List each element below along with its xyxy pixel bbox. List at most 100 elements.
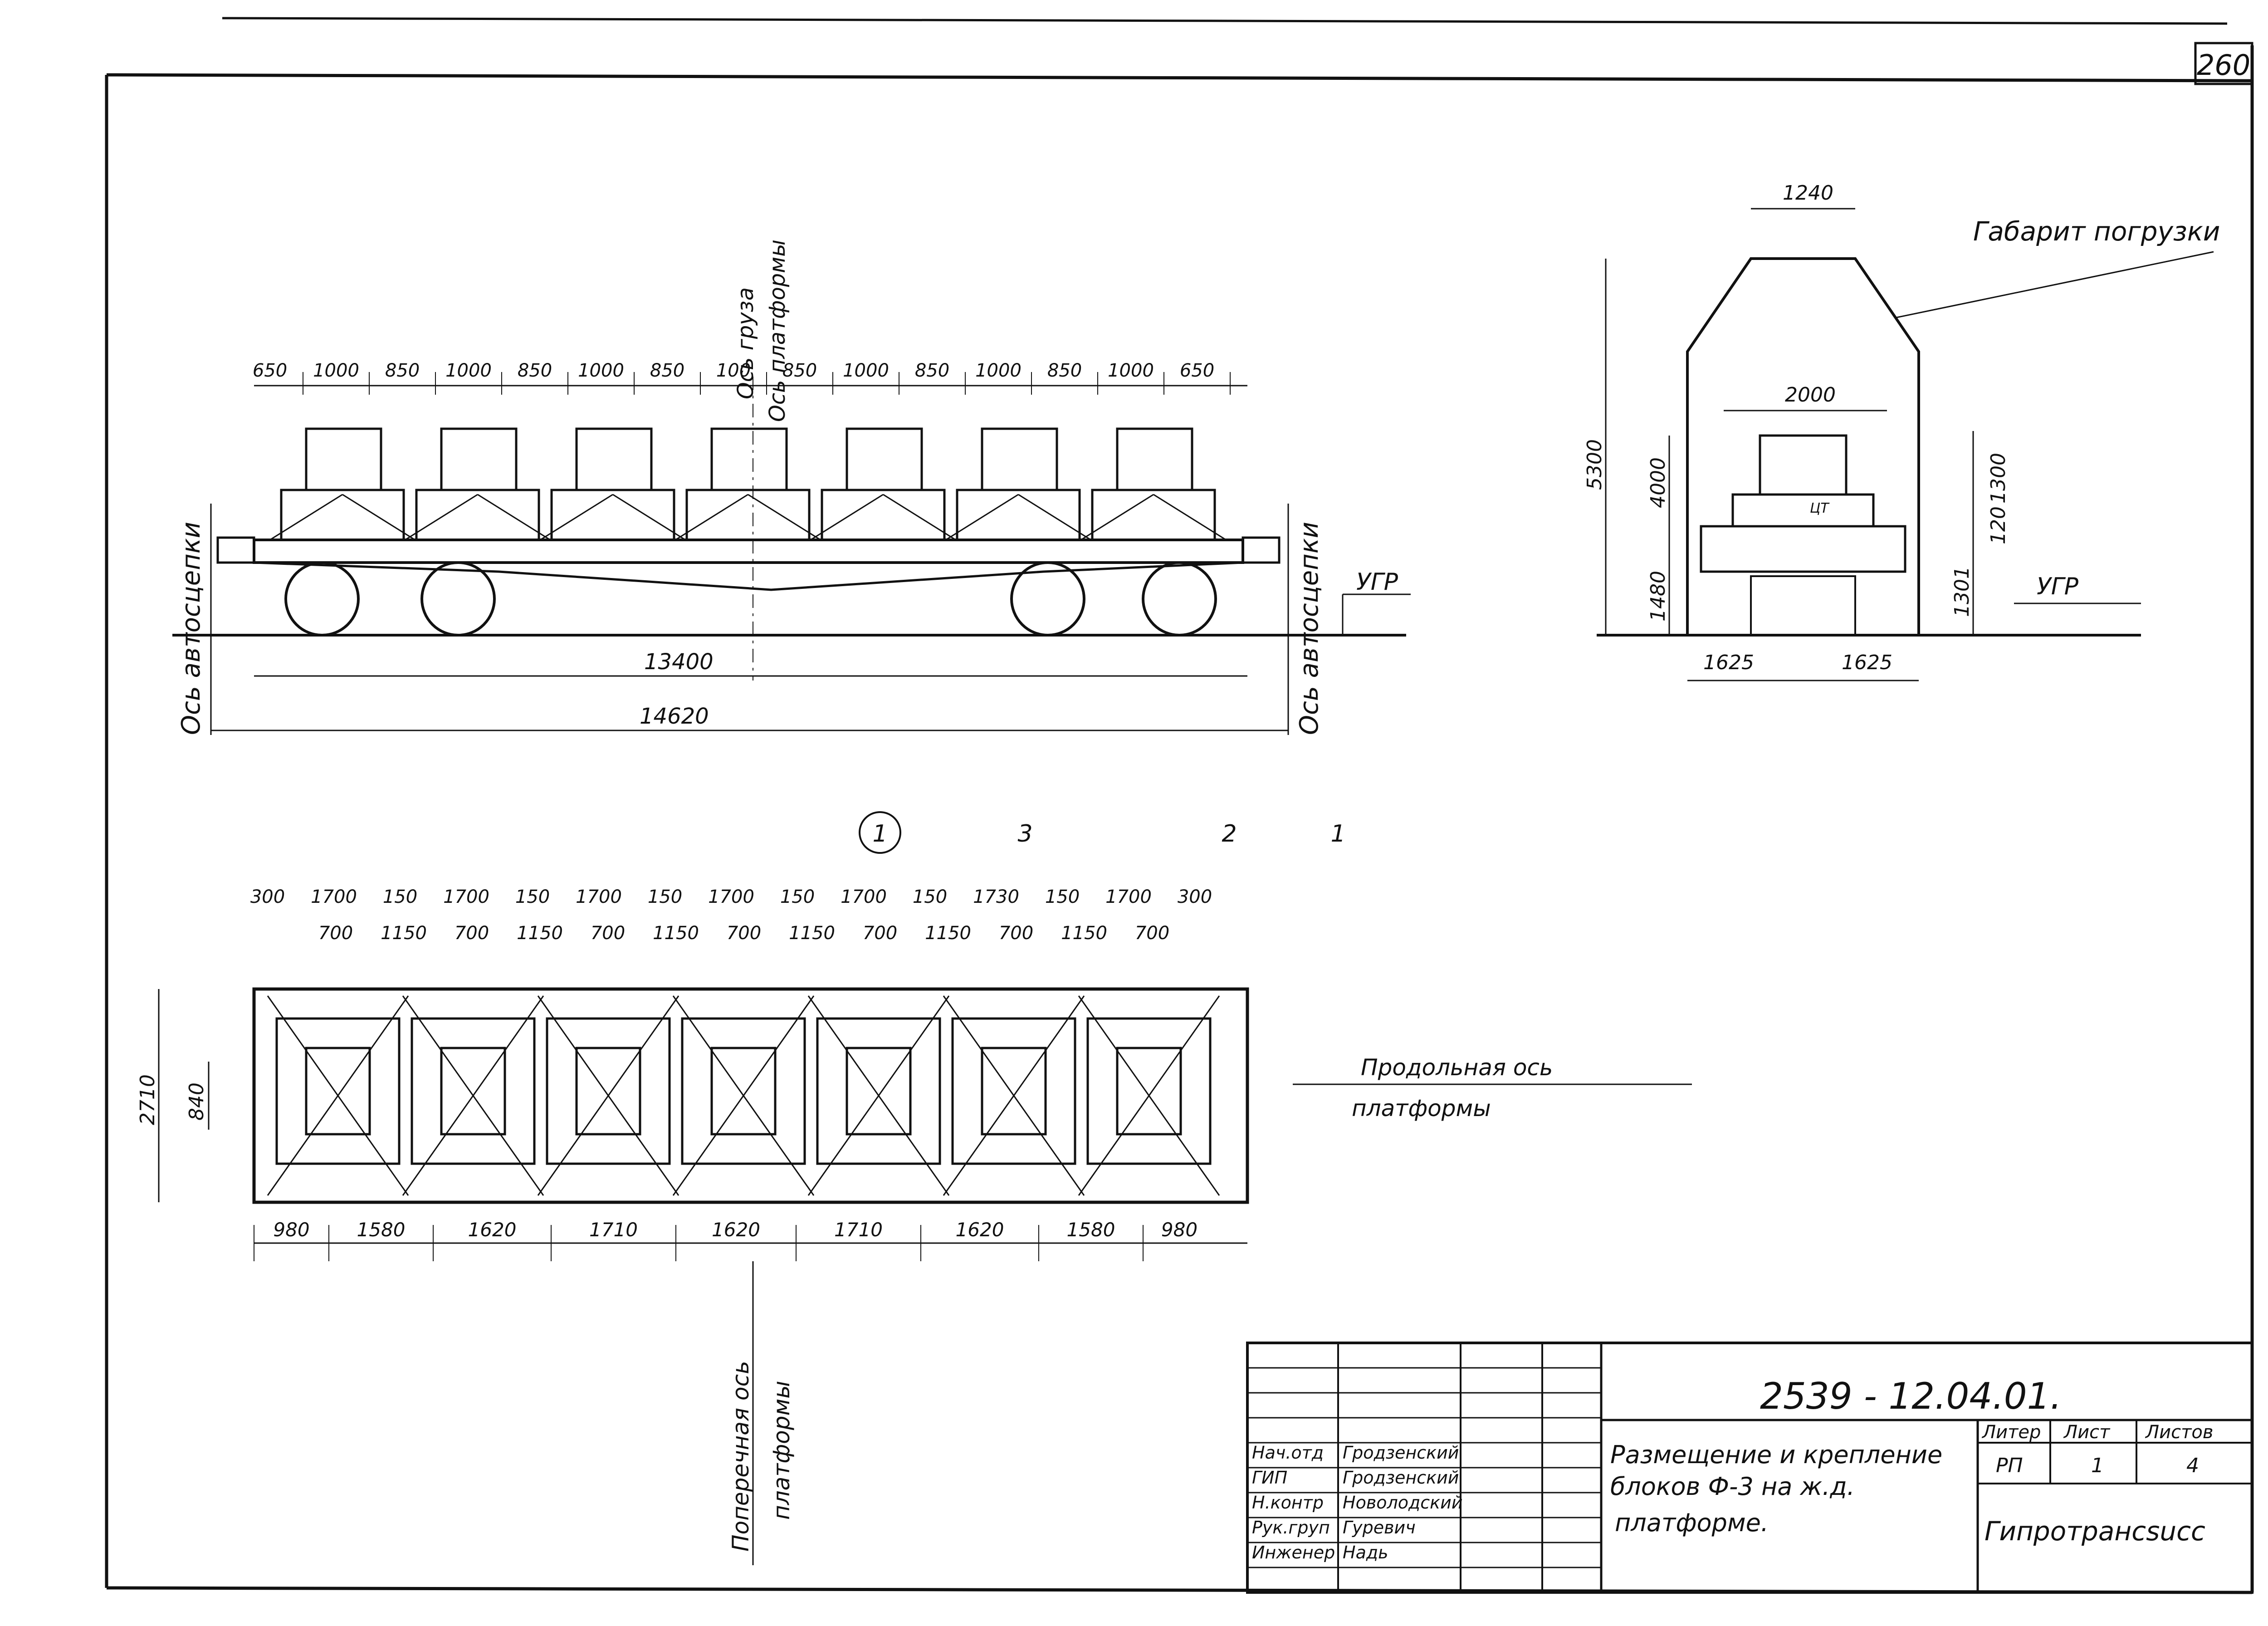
cargo-block bbox=[1116, 427, 1193, 491]
plan-cargo-base bbox=[546, 1017, 671, 1165]
plan-cargo-block bbox=[305, 1047, 371, 1136]
sheets-value: 4 bbox=[2186, 1454, 2199, 1477]
dim-840: 840 bbox=[185, 1082, 208, 1121]
plan-cargo-base bbox=[681, 1017, 806, 1165]
platform-frame bbox=[254, 561, 1243, 591]
staff-role: ГИП bbox=[1252, 1468, 1287, 1488]
cargo-base bbox=[821, 489, 946, 541]
dim-13400: 13400 bbox=[644, 649, 714, 675]
dim-label: 1000 bbox=[975, 360, 1022, 381]
plan-cargo-block bbox=[1116, 1047, 1182, 1136]
platform-plan bbox=[252, 987, 1249, 1204]
title-line-3: платформе. bbox=[1615, 1508, 1769, 1537]
plan-dim-label: 980 bbox=[1161, 1219, 1198, 1241]
staff-name: Гродзенский bbox=[1343, 1468, 1459, 1488]
plan-tie-wire bbox=[1078, 995, 1220, 1196]
plan-top-dim-b: 1150 bbox=[517, 923, 563, 944]
tie-wire bbox=[1018, 494, 1091, 541]
plan-top-dim-a: 150 bbox=[780, 886, 815, 907]
dim-2000: 2000 bbox=[1785, 383, 1836, 406]
plan-tie-wire bbox=[672, 995, 815, 1196]
dim-1480: 1480 bbox=[1647, 571, 1670, 622]
callout-label: 1 bbox=[872, 820, 887, 847]
sheet-value: 1 bbox=[2091, 1454, 2104, 1477]
cargo-block bbox=[575, 427, 653, 491]
staff-name: Новолодский bbox=[1343, 1493, 1463, 1513]
dim-label: 1000 bbox=[445, 360, 492, 381]
dim-label: 1000 bbox=[313, 360, 359, 381]
plan-top-dim-a: 150 bbox=[1045, 886, 1080, 907]
staff-role: Рук.груп bbox=[1252, 1518, 1330, 1538]
callout-label: 2 bbox=[1222, 820, 1237, 847]
dim-label: 100 bbox=[716, 360, 751, 381]
tie-wire bbox=[810, 494, 884, 541]
plan-top-dim-b: 700 bbox=[591, 923, 625, 944]
ugr-label-side: УГР bbox=[1356, 568, 1398, 596]
plan-top-dim-a: 1700 bbox=[443, 886, 489, 907]
plan-cargo-base bbox=[816, 1017, 941, 1165]
title-line-1: Размещение и крепление bbox=[1610, 1440, 1942, 1469]
end-block bbox=[1759, 434, 1848, 496]
tie-wire bbox=[612, 494, 686, 541]
tie-wire bbox=[1080, 494, 1154, 541]
plan-top-dim-a: 150 bbox=[913, 886, 947, 907]
longitudinal-axis-1: Продольная ось bbox=[1361, 1054, 1553, 1081]
plan-dim-label: 1710 bbox=[834, 1219, 883, 1241]
plan-view: 2710 840 Продольная ось платформы Попере… bbox=[136, 811, 1692, 1565]
staff-role: Инженер bbox=[1252, 1543, 1335, 1562]
plan-cargo-block bbox=[710, 1047, 777, 1136]
callout-label: 3 bbox=[1017, 820, 1032, 847]
plan-dim-label: 1620 bbox=[712, 1219, 760, 1241]
tie-wire bbox=[1153, 494, 1227, 541]
callout-circle bbox=[859, 811, 901, 854]
cargo-block bbox=[305, 427, 382, 491]
plan-top-dim-a: 150 bbox=[383, 886, 417, 907]
cargo-base bbox=[280, 489, 405, 541]
wheel bbox=[1142, 561, 1217, 637]
coupler-axis-right: Ось автосцепки bbox=[1295, 522, 1324, 735]
transverse-axis-2: платформы bbox=[768, 1381, 795, 1520]
plan-top-dim-a: 1700 bbox=[841, 886, 887, 907]
tie-wire bbox=[269, 494, 343, 541]
tie-wire bbox=[477, 494, 551, 541]
dim-label: 1000 bbox=[1108, 360, 1154, 381]
plan-top-dim-b: 1150 bbox=[381, 923, 427, 944]
tie-wire bbox=[945, 494, 1019, 541]
dim-1625-right: 1625 bbox=[1842, 651, 1892, 674]
plan-top-dim-a: 300 bbox=[1178, 886, 1212, 907]
plan-cargo-block bbox=[846, 1047, 912, 1136]
tie-wire bbox=[675, 494, 748, 541]
plan-top-dim-a: 150 bbox=[648, 886, 682, 907]
plan-top-dim-b: 700 bbox=[727, 923, 761, 944]
coupler-left bbox=[216, 536, 255, 564]
litera-label: Литер bbox=[1981, 1422, 2041, 1443]
plan-dim-label: 1710 bbox=[589, 1219, 638, 1241]
plan-top-dim-a: 1700 bbox=[576, 886, 622, 907]
plan-tie-wire bbox=[807, 995, 950, 1196]
plan-top-dim-a: 1700 bbox=[1105, 886, 1152, 907]
gauge-label: Габарит погрузки bbox=[1973, 216, 2220, 247]
longitudinal-axis-2: платформы bbox=[1352, 1095, 1491, 1122]
title-line-2: блоков Ф-3 на ж.д. bbox=[1610, 1472, 1855, 1501]
plan-tie-wire bbox=[402, 995, 544, 1196]
end-block-base bbox=[1731, 493, 1875, 528]
cargo-base bbox=[415, 489, 540, 541]
cargo-block bbox=[981, 427, 1058, 491]
cargo-block bbox=[846, 427, 923, 491]
sheet-label: Лист bbox=[2063, 1422, 2111, 1443]
tie-wire bbox=[883, 494, 956, 541]
cargo-base bbox=[956, 489, 1081, 541]
wheel bbox=[1010, 561, 1085, 637]
dim-label: 650 bbox=[253, 360, 287, 381]
tie-wire bbox=[540, 494, 613, 541]
cargo-base bbox=[1091, 489, 1216, 541]
dim-label: 850 bbox=[1047, 360, 1082, 381]
dim-2710: 2710 bbox=[136, 1074, 159, 1125]
plan-cargo-block bbox=[575, 1047, 641, 1136]
dim-1301: 1301 bbox=[1950, 566, 1974, 617]
wheel bbox=[284, 561, 360, 637]
doc-code: 2539 - 12.04.01. bbox=[1760, 1375, 2062, 1417]
plan-top-dim-b: 700 bbox=[863, 923, 897, 944]
